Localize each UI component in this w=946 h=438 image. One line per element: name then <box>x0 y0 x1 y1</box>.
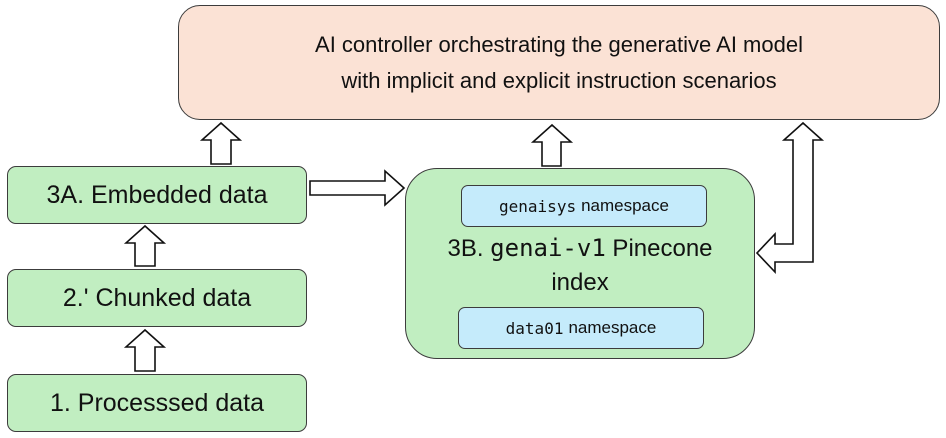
arrow-pinecone-to-controller <box>530 123 574 167</box>
pinecone-index-box: genaisys namespace 3B. genai-v1 Pinecone… <box>405 168 755 359</box>
namespace-genaisys: genaisys namespace <box>461 185 707 227</box>
namespace-data01-code: data01 <box>505 318 564 338</box>
embedded-data-box: 3A. Embedded data <box>7 166 307 224</box>
namespace-genaisys-label: namespace <box>581 196 669 215</box>
arrow-embedded-to-pinecone <box>309 169 406 207</box>
pinecone-index-title: 3B. genai-v1 Pinecone index <box>406 231 754 300</box>
ai-controller-box: AI controller orchestrating the generati… <box>178 5 940 120</box>
arrow-processed-to-chunked <box>123 328 167 372</box>
namespace-data01: data01 namespace <box>458 307 704 349</box>
controller-line-1: AI controller orchestrating the generati… <box>315 32 803 58</box>
processed-data-label: 1. Processsed data <box>49 388 264 417</box>
pinecone-prefix: 3B. <box>447 235 491 262</box>
embedded-data-label: 3A. Embedded data <box>46 180 268 209</box>
arrow-controller-to-pinecone <box>755 121 825 275</box>
pinecone-index-name: genai-v1 <box>490 234 606 262</box>
arrow-embedded-to-controller <box>199 121 243 165</box>
processed-data-box: 1. Processsed data <box>7 374 307 432</box>
pinecone-index-word: index <box>551 269 609 297</box>
namespace-data01-label: namespace <box>568 318 657 337</box>
arrow-chunked-to-embedded <box>123 224 167 267</box>
controller-line-2: with implicit and explicit instruction s… <box>341 67 777 93</box>
namespace-genaisys-code: genaisys <box>499 196 577 216</box>
pinecone-suffix: Pinecone <box>605 235 713 262</box>
chunked-data-label: 2.' Chunked data <box>62 283 252 312</box>
chunked-data-box: 2.' Chunked data <box>7 269 307 327</box>
